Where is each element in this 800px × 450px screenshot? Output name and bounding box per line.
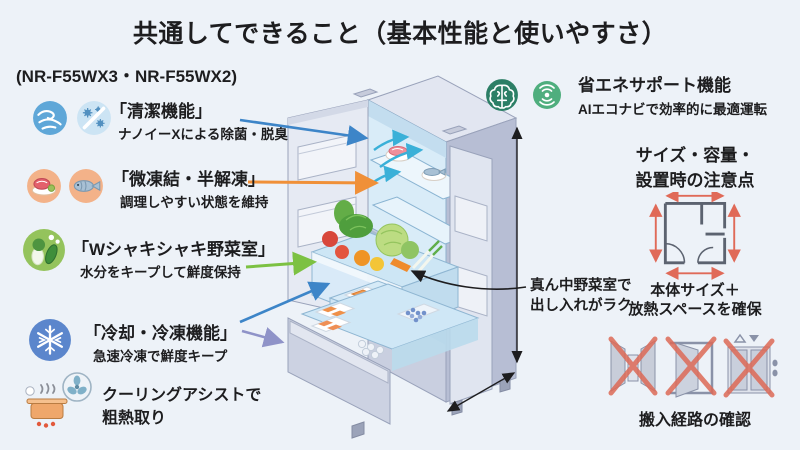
size-heading-line1: サイズ・容量・ (635, 146, 755, 165)
econavi-icon (533, 81, 561, 109)
feature-cooling-assist-line1: クーリングアシストで (102, 387, 262, 404)
fish-icon (69, 169, 103, 203)
meat-icon (27, 169, 61, 203)
hinge-cap-right (441, 125, 468, 135)
x-mark (723, 338, 775, 398)
depth-measure-arrow (446, 372, 516, 412)
floorplan-caption-line1: 本体サイズ＋ (650, 282, 740, 299)
feature-partial-freeze-title: 「微凍結・半解凍」 (112, 170, 265, 189)
floorplan-caption-line2: 放熱スペースを確保 (628, 301, 762, 318)
carry-in-icons (608, 333, 778, 398)
vegetable-arrow (245, 251, 317, 276)
freezer-drawer (287, 283, 480, 425)
dumplings (357, 339, 385, 360)
x-mark (665, 336, 717, 396)
sanitize-icon (77, 101, 111, 135)
fridge-foot (351, 421, 365, 439)
carry-in-caption: 搬入経路の確認 (638, 412, 751, 429)
pot-icon (25, 383, 68, 428)
vegetable-callout-line1: 真ん中野菜室で (530, 278, 632, 294)
vegetable-callout-line2: 出し入れがラク (530, 298, 632, 314)
interior-top-shade (368, 100, 446, 158)
clean-arrow (239, 118, 369, 146)
energy-feature-title: 省エネサポート機能 (578, 76, 731, 95)
feature-clean-desc: ナノイーXによる除菌・脱臭 (118, 127, 288, 142)
fan-icon (62, 372, 92, 402)
fish-plate (421, 168, 447, 181)
size-section-heading: サイズ・容量・ 設置時の注意点 (605, 143, 785, 193)
partial-freeze-arrow (247, 170, 379, 195)
hinge-cap-left (352, 88, 379, 98)
model-numbers: (NR-F55WX3・NR-F55WX2) (16, 67, 238, 86)
feature-freeze-desc: 急速冷凍で鮮度キープ (93, 349, 228, 364)
feature-vegetable-title: 「Wシャキシャキ野菜室」 (72, 240, 276, 259)
vegetable-callout: 真ん中野菜室で 出し入れがラク (530, 276, 632, 316)
freeze-arrow (239, 281, 331, 324)
feature-clean-title: 「清潔機能」 (110, 102, 212, 121)
floorplan-caption: 本体サイズ＋ 放熱スペースを確保 (605, 281, 785, 319)
refrigerator-illustration (287, 75, 518, 439)
vegetables (322, 200, 443, 272)
brain-icon (486, 79, 518, 111)
wind-icon (33, 101, 67, 135)
floorplan-icon (649, 192, 741, 280)
vegetable-icon (23, 229, 65, 271)
cooling-assist-arrow (241, 327, 285, 348)
feature-freeze-title: 「冷却・冷凍機能」 (84, 324, 237, 343)
energy-feature-desc: AIエコナビで効率的に最適運転 (578, 102, 767, 117)
x-mark (608, 336, 658, 396)
feature-cooling-assist-line2: 粗熱取り (102, 410, 167, 427)
measurement-arrows (446, 126, 523, 412)
berries (405, 307, 427, 323)
feature-vegetable-desc: 水分をキープして鮮度保持 (80, 265, 241, 280)
feature-partial-freeze-desc: 調理しやすい状態を維持 (120, 195, 269, 210)
snowflake-icon (29, 319, 71, 361)
connector-arrows (239, 118, 527, 348)
page-title: 共通してできること（基本性能と使いやすさ） (132, 20, 668, 48)
size-heading-line2: 設置時の注意点 (635, 171, 755, 190)
